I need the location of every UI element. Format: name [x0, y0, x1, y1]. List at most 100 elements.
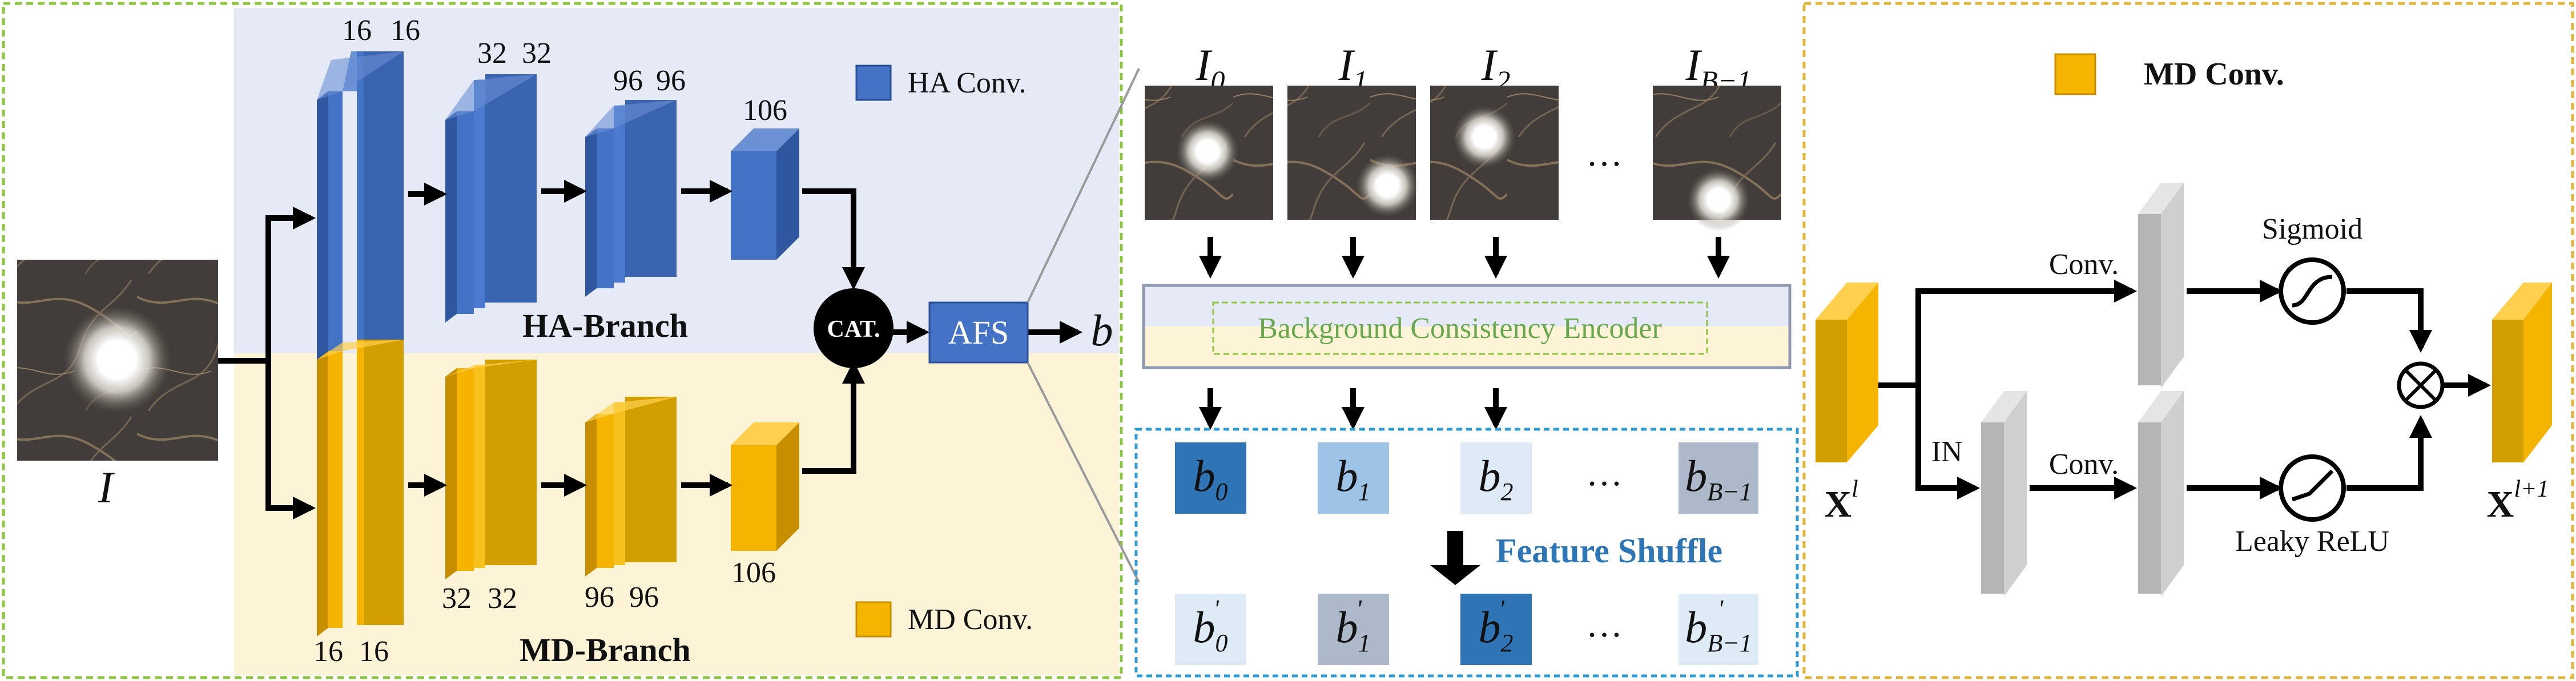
feature-0: [1175, 442, 1246, 514]
image-thumbnails: [1145, 86, 1781, 231]
leaky-relu-label: Leaky ReLU: [2235, 525, 2389, 558]
feature-ellipsis: …: [1586, 453, 1623, 493]
encoder-out-arrows: [1199, 388, 1507, 430]
ha-block-1: [317, 51, 404, 374]
branch-arrows: [408, 180, 1082, 497]
md-block-4: [731, 422, 799, 551]
shuffled-2: [1460, 594, 1532, 665]
md-ch-3b: 96: [629, 581, 659, 614]
image-label-1: I1: [1338, 40, 1368, 96]
right-panel: MD Conv. Xl Xl+1: [1802, 2, 2574, 679]
middle-panel: I0 I1 I2 IB−1 … Background: [1134, 40, 1799, 678]
zoom-lines: [1027, 68, 1140, 583]
ha-ch-1b: 16: [391, 14, 420, 47]
concat-node: [814, 288, 893, 368]
afs-block: [928, 301, 1029, 364]
legend-md-swatch: [855, 601, 892, 638]
multiply-sign: [2404, 369, 2437, 402]
feature-1-label: b1: [1336, 451, 1371, 506]
ha-blocks: [317, 51, 799, 374]
legend-ha-swatch: [855, 65, 892, 101]
shuffled-0-label: b0': [1193, 595, 1228, 657]
md-ch-3a: 96: [585, 581, 614, 614]
md-blocks: [317, 340, 799, 636]
md-ch-1a: 16: [313, 635, 343, 668]
sigmoid-node: [2279, 257, 2346, 325]
encoder-top: [1144, 285, 1790, 327]
x-out-label: Xl+1: [2487, 476, 2549, 525]
shuffled-1-label: b1': [1336, 595, 1371, 657]
x-in-block: [1816, 283, 1878, 462]
encoder-in-arrows: [1199, 237, 1730, 279]
feature-2-label: b2: [1479, 451, 1514, 506]
md-ch-2b: 32: [488, 582, 517, 615]
image-3-light: [1687, 168, 1750, 231]
image-1-light: [1356, 154, 1419, 217]
ha-branch-label: HA-Branch: [522, 307, 688, 344]
feature-row: b0 b1 b2 … bB−1: [1175, 442, 1758, 514]
feature-1: [1318, 442, 1389, 514]
ha-ch-4: 106: [743, 94, 787, 127]
input-label: I: [98, 462, 115, 512]
encoder-outline: [1142, 284, 1792, 369]
legend-md-label: MD Conv.: [908, 603, 1033, 636]
image-0-light: [1176, 120, 1239, 183]
afs-label: AFS: [948, 314, 1009, 351]
shuffled-1: [1318, 594, 1389, 665]
split-arrows: [218, 207, 316, 519]
shuffled-2-label: b2': [1479, 595, 1514, 657]
right-panel-border: [1802, 2, 2574, 679]
md-block-3: [585, 397, 677, 577]
shuffled-ellipsis: …: [1586, 604, 1623, 644]
feature-3: [1679, 442, 1758, 514]
encoder-label-box: [1212, 301, 1708, 355]
shuffled-row: b0' b1' b2' … bB−1': [1175, 594, 1758, 665]
ha-ch-2b: 32: [522, 37, 552, 70]
right-title-swatch: [2054, 53, 2096, 95]
ha-block-3: [585, 100, 677, 297]
leaky-relu-curve: [2291, 469, 2334, 502]
ha-ch-2a: 32: [477, 37, 507, 70]
ha-block-2: [445, 74, 537, 323]
md-branch-label: MD-Branch: [520, 631, 691, 668]
feature-0-label: b0: [1193, 451, 1228, 506]
x-out-block: [2492, 283, 2552, 462]
md-ch-1b: 16: [359, 635, 389, 668]
concat-label: CAT.: [827, 316, 880, 342]
input-image-light: [63, 305, 171, 414]
shuffle-arrow: [1430, 531, 1480, 585]
md-block-2: [445, 360, 537, 579]
md-ch-2a: 32: [442, 582, 472, 615]
in-label: IN: [1931, 436, 1963, 468]
conv-bottom-label: Conv.: [2049, 448, 2119, 481]
conv-top-label: Conv.: [2049, 248, 2119, 281]
sigmoid-label: Sigmoid: [2262, 213, 2362, 245]
leaky-relu-node: [2279, 454, 2346, 522]
sigmoid-curve: [2292, 275, 2333, 308]
md-ch-4: 106: [731, 557, 776, 589]
ha-ch-3b: 96: [656, 65, 686, 97]
conv-top-block: [2138, 183, 2184, 388]
left-panel-border: [2, 2, 1123, 679]
shuffled-3: [1679, 594, 1758, 665]
conv-bottom-block: [2138, 391, 2184, 597]
feature-3-label: bB−1: [1685, 451, 1752, 506]
x-in-label: Xl: [1824, 476, 1858, 525]
shuffle-label: Feature Shuffle: [1496, 532, 1722, 570]
feature-2: [1460, 442, 1532, 514]
right-title: MD Conv.: [2144, 57, 2284, 92]
shuffled-0: [1175, 594, 1246, 665]
left-panel: I: [2, 2, 1123, 679]
ha-block-4: [731, 128, 799, 260]
md-conv-arrows: [1878, 280, 2491, 499]
image-2-light: [1453, 106, 1516, 168]
legend-ha-label: HA Conv.: [908, 67, 1027, 99]
output-b: b: [1091, 305, 1113, 355]
feature-box: [1134, 428, 1799, 678]
md-block-1: [317, 340, 404, 636]
image-ellipsis: …: [1586, 133, 1623, 174]
ha-ch-1a: 16: [342, 14, 372, 47]
shuffled-3-label: bB−1': [1685, 595, 1752, 657]
in-block: [1981, 391, 2027, 597]
